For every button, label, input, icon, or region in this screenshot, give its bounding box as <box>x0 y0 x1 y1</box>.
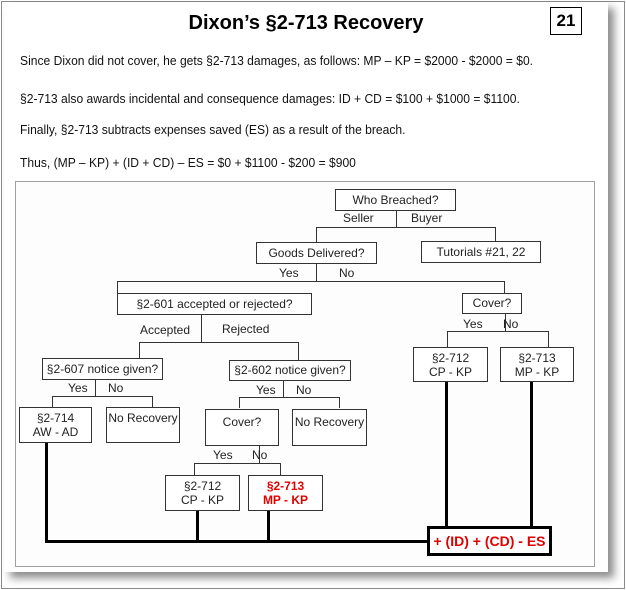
edge <box>259 446 260 463</box>
node-no-recovery-2: No Recovery <box>292 409 367 446</box>
node-2-713-right-section: §2-713 <box>518 351 556 365</box>
edge <box>316 264 317 281</box>
node-tutorials: Tutorials #21, 22 <box>421 241 541 263</box>
paragraph-4: Thus, (MP – KP) + (ID + CD) – ES = $0 + … <box>20 155 356 170</box>
node-2-713-bottom-highlighted: §2-713 MP - KP <box>248 475 323 511</box>
node-who-breached: Who Breached? <box>335 189 456 211</box>
edge <box>152 396 153 407</box>
edge <box>201 315 202 342</box>
node-cover-top: Cover? <box>462 293 522 314</box>
paragraph-3: Finally, §2-713 subtracts expenses saved… <box>20 122 406 137</box>
slide-number: 21 <box>550 7 582 35</box>
edge <box>280 463 281 475</box>
node-2-712-right: §2-712 CP - KP <box>413 347 488 382</box>
node-2-714: §2-714 AW - AD <box>19 407 92 443</box>
edge <box>447 331 549 332</box>
edge-label-rejected: Rejected <box>222 322 270 336</box>
edge <box>239 397 240 408</box>
edge <box>194 463 281 464</box>
edge-label-yes: Yes <box>256 383 276 397</box>
edge <box>396 211 397 227</box>
paragraph-2: §2-713 also awards incidental and conseq… <box>20 91 520 106</box>
edge-label-no: No <box>339 266 355 280</box>
edge-label-yes: Yes <box>213 448 233 462</box>
edge-label-no: No <box>503 317 519 331</box>
edge-label-seller: Seller <box>343 211 374 225</box>
edge <box>339 397 340 408</box>
node-2-713-right-formula: MP - KP <box>514 365 560 379</box>
edge <box>316 227 317 243</box>
edge-label-no: No <box>296 383 312 397</box>
connector <box>45 540 430 543</box>
edge <box>239 397 340 398</box>
edge <box>139 342 140 359</box>
edge <box>52 396 53 407</box>
edge-label-no: No <box>252 448 268 462</box>
slide-title: Dixon’s §2-713 Recovery <box>188 12 424 34</box>
node-2-602-notice: §2-602 notice given? <box>229 360 351 381</box>
node-2-712-bottom-formula: CP - KP <box>180 493 225 507</box>
connector <box>45 443 48 543</box>
edge <box>548 331 549 347</box>
edge <box>495 227 496 242</box>
node-2-713-bottom-formula: MP - KP <box>262 493 309 507</box>
edge <box>117 281 505 282</box>
connector <box>196 511 199 541</box>
node-2-712-bottom: §2-712 CP - KP <box>165 475 240 511</box>
edge <box>505 314 506 331</box>
edge <box>283 381 284 397</box>
edge <box>52 396 153 397</box>
node-accepted-or-rejected: §2-601 accepted or rejected? <box>117 293 312 315</box>
edge <box>95 380 96 396</box>
paragraph-1: Since Dixon did not cover, he gets §2-71… <box>20 53 534 68</box>
connector <box>445 382 448 527</box>
node-no-recovery-1: No Recovery <box>106 407 180 443</box>
edge-label-yes: Yes <box>463 317 483 331</box>
edge-label-no: No <box>108 381 124 395</box>
node-2-712-bottom-section: §2-712 <box>183 479 222 493</box>
edge <box>447 331 448 347</box>
node-final-adjustments: + (ID) + (CD) - ES <box>427 526 552 556</box>
edge <box>194 463 195 475</box>
edge <box>117 281 118 293</box>
node-2-712-right-section: §2-712 <box>431 351 470 365</box>
node-2-607-notice: §2-607 notice given? <box>42 358 163 380</box>
node-2-714-formula: AW - AD <box>32 425 79 439</box>
edge <box>504 281 505 293</box>
node-2-714-section: §2-714 <box>36 411 75 425</box>
connector <box>530 382 533 527</box>
node-goods-delivered: Goods Delivered? <box>256 242 377 264</box>
edge <box>298 342 299 360</box>
node-2-713-right: §2-713 MP - KP <box>500 347 574 382</box>
decision-tree-diagram: Who Breached? Seller Buyer Goods Deliver… <box>15 181 595 567</box>
edge-label-yes: Yes <box>68 381 88 395</box>
edge <box>316 227 496 228</box>
edge-label-buyer: Buyer <box>411 211 443 225</box>
edge-label-yes: Yes <box>279 266 299 280</box>
connector <box>267 511 270 541</box>
node-2-712-right-formula: CP - KP <box>428 365 473 379</box>
node-2-713-bottom-section: §2-713 <box>266 479 305 493</box>
edge-label-accepted: Accepted <box>140 323 191 337</box>
edge <box>139 342 299 343</box>
node-cover-mid: Cover? <box>205 409 279 446</box>
